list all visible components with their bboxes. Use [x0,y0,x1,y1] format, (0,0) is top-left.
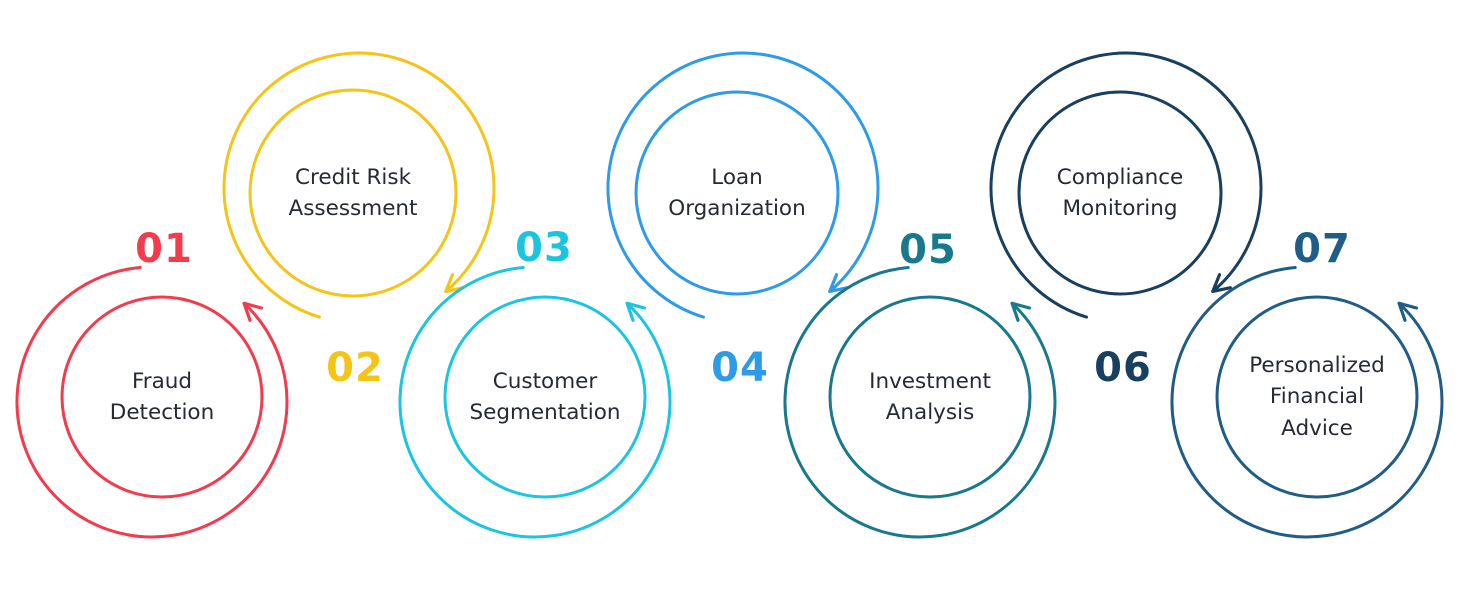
step-4-outer-arc [606,51,880,319]
step-6-arrowhead-icon [1211,273,1232,293]
step-2-inner-circle [248,88,458,298]
step-1-inner-circle [60,295,264,499]
step-4-arrowhead-icon [828,273,849,293]
step-3-inner-circle [443,295,647,499]
step-2-spiral: 02 [222,51,496,391]
step-7-inner-circle [1215,295,1419,499]
step-2-number: 02 [326,345,384,391]
step-1-spiral: 01 [15,226,289,539]
step-5-arrowhead-icon [1010,301,1032,322]
step-7-number: 07 [1293,226,1351,272]
step-4-number: 04 [711,345,769,391]
step-6-number: 06 [1094,345,1152,391]
step-5-spiral: 05 [783,227,1057,539]
step-1-number: 01 [135,226,193,272]
step-5-outer-arc [783,266,1057,539]
step-2-arrowhead-icon [444,273,465,293]
step-7-spiral: 07 [1170,226,1444,539]
step-4-spiral: 04 [606,51,880,391]
step-4-inner-circle [634,90,840,296]
step-6-outer-arc [989,51,1263,319]
step-3-spiral: 03 [398,225,672,539]
step-3-number: 03 [515,225,573,271]
step-7-outer-arc [1170,266,1444,539]
step-1-arrowhead-icon [242,301,264,322]
step-3-outer-arc [398,266,672,539]
step-5-number: 05 [899,227,957,273]
step-6-inner-circle [1017,90,1223,296]
step-5-inner-circle [828,295,1032,499]
step-1-outer-arc [15,266,289,539]
step-7-arrowhead-icon [1397,301,1419,322]
step-2-outer-arc [222,51,496,319]
step-3-arrowhead-icon [625,301,647,322]
step-6-spiral: 06 [989,51,1263,391]
